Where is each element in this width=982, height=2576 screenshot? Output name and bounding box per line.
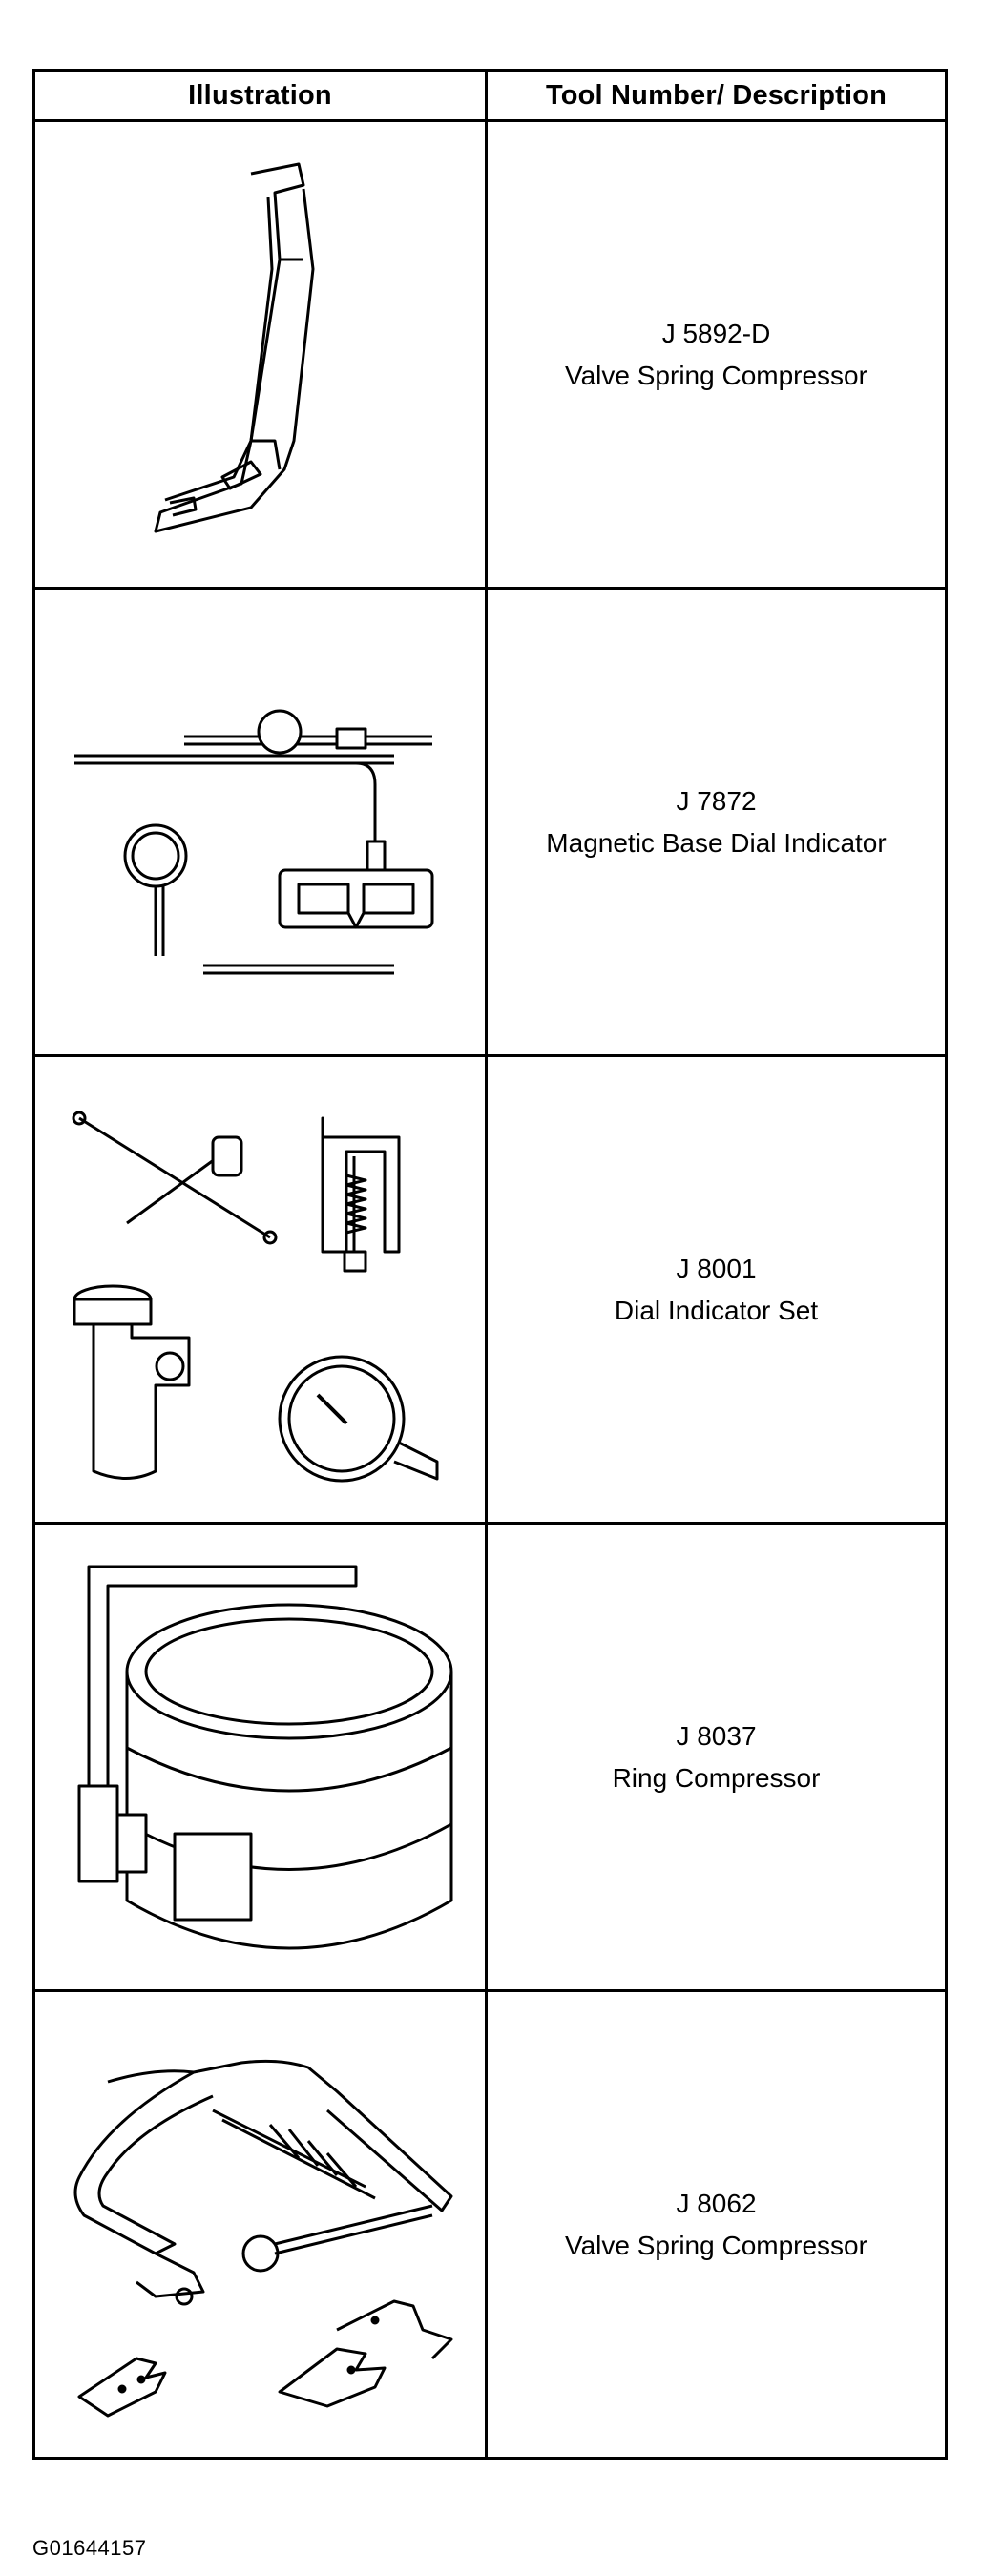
table-row: J 8062 Valve Spring Compressor: [32, 1989, 948, 2460]
description-cell: J 8001 Dial Indicator Set: [485, 1054, 948, 1525]
tool-description: Valve Spring Compressor: [565, 2230, 867, 2260]
description-cell: J 5892-D Valve Spring Compressor: [485, 119, 948, 590]
description-cell: J 8037 Ring Compressor: [485, 1522, 948, 1992]
description-column-header: Tool Number/ Description: [485, 69, 948, 122]
description-cell: J 7872 Magnetic Base Dial Indicator: [485, 587, 948, 1057]
illustration-cell: [32, 1522, 488, 1992]
tools-table: Illustration Tool Number/ Description: [32, 69, 948, 2460]
tool-number: J 8062: [676, 2188, 757, 2218]
illustration-cell: [32, 587, 488, 1057]
tool-number: J 5892-D: [661, 318, 771, 348]
table-header-row: Illustration Tool Number/ Description: [32, 69, 948, 122]
figure-id: G01644157: [32, 2536, 147, 2560]
illustration-cell: [32, 1054, 488, 1525]
illustration-cell: [32, 119, 488, 590]
dial-indicator-set-icon: [72, 1111, 438, 1482]
tool-description: Ring Compressor: [612, 1762, 821, 1793]
tool-number: J 8037: [676, 1720, 757, 1751]
tool-number: J 8001: [676, 1253, 757, 1283]
tool-number: J 7872: [676, 785, 757, 816]
description-cell: J 8062 Valve Spring Compressor: [485, 1989, 948, 2460]
illustration-cell: [32, 1989, 488, 2460]
tool-description: Valve Spring Compressor: [565, 360, 867, 390]
c-clamp-valve-spring-compressor-icon: [73, 2059, 452, 2417]
table-row: J 8001 Dial Indicator Set: [32, 1054, 948, 1525]
tool-description: Dial Indicator Set: [614, 1295, 819, 1325]
valve-spring-compressor-lever-icon: [154, 162, 314, 532]
table-row: J 7872 Magnetic Base Dial Indicator: [32, 587, 948, 1057]
tool-description: Magnetic Base Dial Indicator: [546, 827, 887, 858]
illustration-column-header: Illustration: [32, 69, 488, 122]
table-row: J 8037 Ring Compressor: [32, 1522, 948, 1992]
ring-compressor-icon: [77, 1565, 452, 1949]
magnetic-base-dial-indicator-icon: [73, 709, 433, 974]
table-row: J 5892-D Valve Spring Compressor: [32, 119, 948, 590]
